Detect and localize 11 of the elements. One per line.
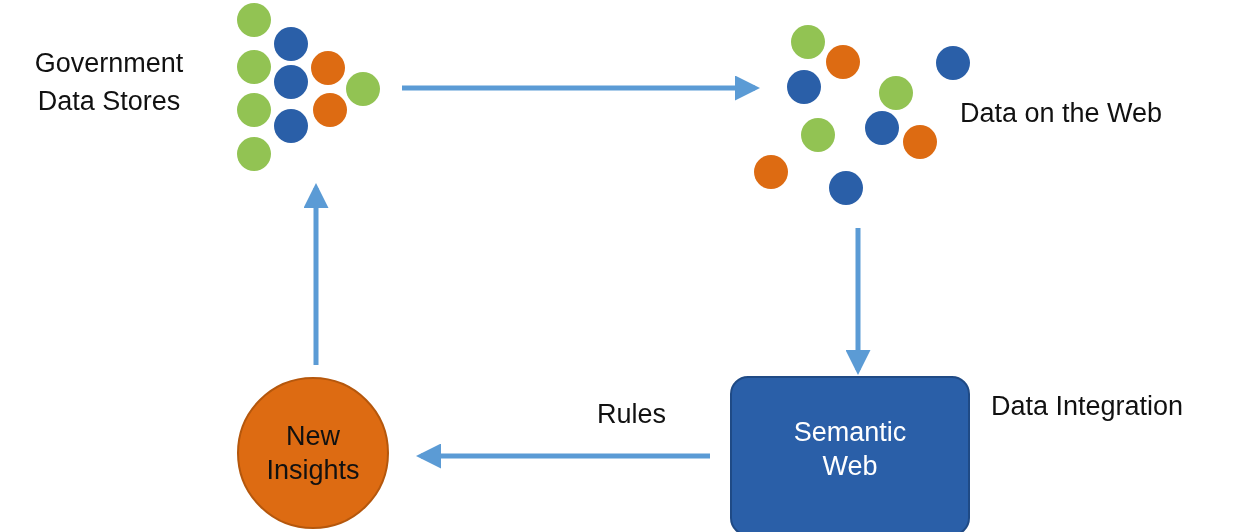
dot-cluster-drawing bbox=[236, 2, 382, 174]
node-caption: Data on the Web bbox=[960, 97, 1164, 130]
arrow bbox=[303, 183, 329, 365]
arrow bbox=[845, 228, 871, 375]
node-label: New Insights bbox=[265, 420, 361, 487]
arrow bbox=[416, 443, 710, 469]
process-box bbox=[730, 376, 970, 532]
node-label: Semantic Web bbox=[792, 416, 908, 483]
node-caption: Government Data Stores bbox=[33, 47, 185, 118]
node-caption: Data Integration bbox=[991, 390, 1185, 423]
arrow bbox=[402, 75, 760, 101]
